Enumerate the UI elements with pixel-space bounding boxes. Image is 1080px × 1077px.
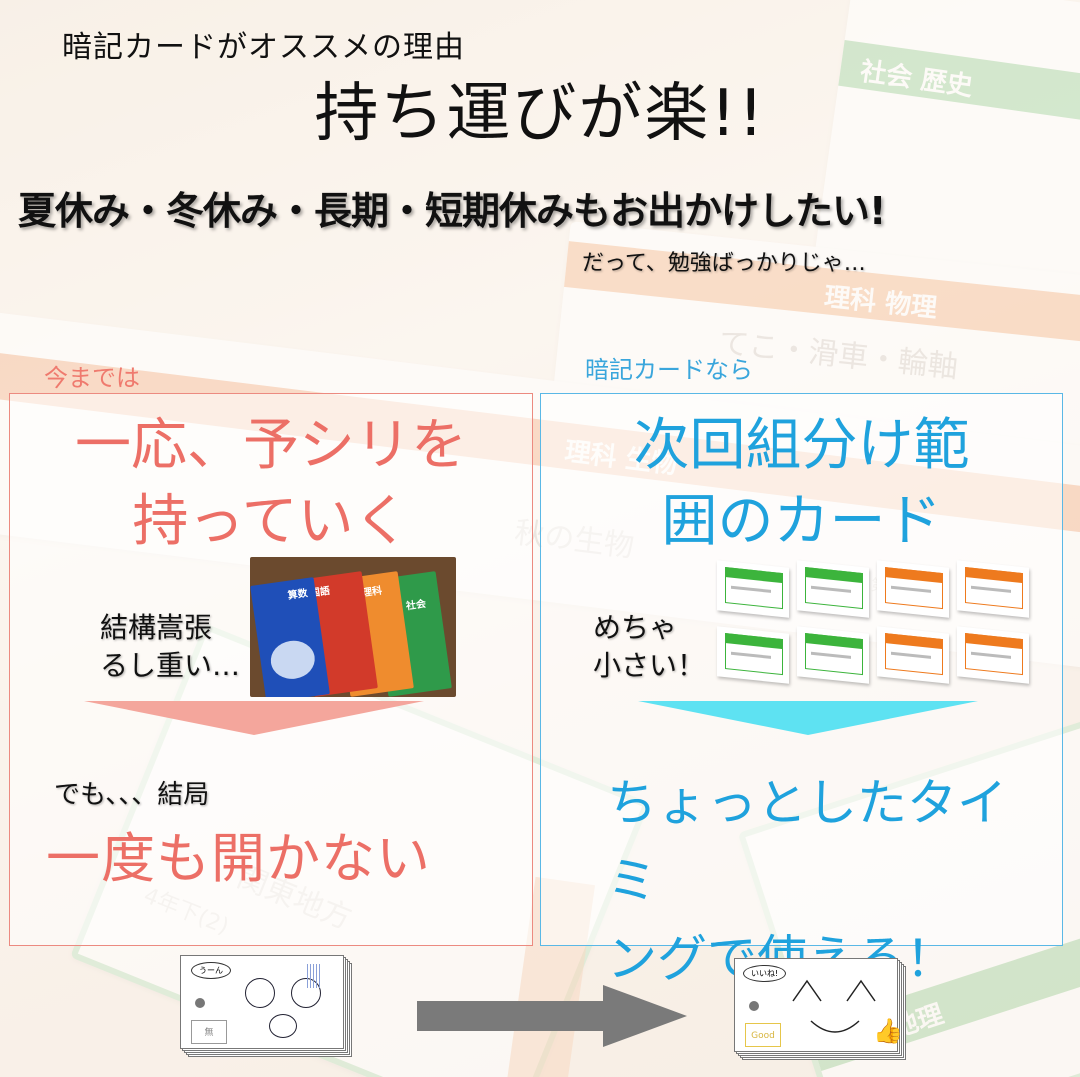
small-note-line1: めちゃ — [593, 611, 678, 644]
after-headline-line2: 囲のカード — [661, 489, 942, 554]
bulky-note-line2: るし重い… — [100, 649, 241, 682]
deck-front: いいね! Good 👍 — [734, 958, 903, 1052]
mini-flashcard — [957, 626, 1029, 684]
status-tag: 無 — [191, 1020, 227, 1044]
right-column-label: 暗記カードなら — [585, 356, 753, 384]
ring-hole-icon — [749, 1001, 759, 1011]
textbook-title: 算数 — [287, 588, 309, 602]
eye-icon — [291, 978, 321, 1008]
left-column-label: 今までは — [44, 364, 140, 392]
small-note-line2: 小さい！ — [593, 649, 706, 682]
before-headline: 一応、予シリを 持っていく — [10, 408, 532, 560]
page-title: 持ち運びが楽!! — [314, 77, 766, 151]
right-arrow-icon — [417, 985, 687, 1047]
mini-flashcard — [877, 626, 949, 684]
mini-flashcard — [877, 560, 949, 618]
bulky-note: 結構嵩張 るし重い… — [100, 609, 240, 685]
eye-icon — [245, 978, 275, 1008]
mouth-icon — [269, 1014, 297, 1038]
use-anytime-line1: ちょっとしたタイミ — [607, 774, 1007, 910]
after-headline-line1: 次回組分け範 — [633, 413, 970, 478]
down-arrow-icon — [84, 701, 424, 735]
thumbs-up-icon: 👍 — [873, 1017, 903, 1045]
mini-flashcard — [797, 560, 869, 618]
mini-flashcard — [957, 560, 1029, 618]
mini-flashcard — [717, 626, 789, 684]
before-headline-line1: 一応、予シリを — [75, 413, 467, 478]
status-tag: Good — [745, 1023, 781, 1047]
down-arrow-icon — [638, 701, 978, 735]
mini-flashcard — [797, 626, 869, 684]
holiday-headline: 夏休み・冬休み・長期・短期休みもお出かけしたい! — [18, 189, 886, 233]
mini-flashcard — [717, 560, 789, 618]
ring-hole-icon — [195, 998, 205, 1008]
after-headline: 次回組分け範 囲のカード — [541, 408, 1062, 560]
but-in-the-end-caption: でも、、、結局 — [54, 780, 210, 810]
before-panel: 一応、予シリを 持っていく 結構嵩張 るし重い… 社会 理科 国語 算数 でも、… — [9, 393, 533, 946]
small-note: めちゃ 小さい！ — [593, 609, 705, 685]
bulky-note-line1: 結構嵩張 — [100, 611, 213, 644]
gloom-lines-icon — [307, 964, 321, 988]
because-caption: だって、勉強ばっかりじゃ… — [582, 251, 866, 276]
deck-front: うーん 無 — [180, 955, 344, 1049]
speech-bubble: いいね! — [743, 965, 787, 982]
subtitle: 暗記カードがオススメの理由 — [62, 30, 465, 65]
sad-flashcard-deck: うーん 無 — [180, 955, 352, 1057]
after-panel: 次回組分け範 囲のカード めちゃ 小さい！ ちょっとしたタイミ ングで使える！ — [540, 393, 1063, 988]
before-headline-line2: 持っていく — [132, 489, 410, 554]
happy-flashcard-deck: いいね! Good 👍 — [734, 958, 906, 1060]
mini-flashcards-grid — [717, 560, 1037, 684]
whale-illustration — [268, 637, 318, 682]
textbook-title: 社会 — [405, 598, 427, 613]
textbooks-photo: 社会 理科 国語 算数 — [250, 557, 456, 697]
smiley-face-icon — [792, 979, 876, 1033]
speech-bubble: うーん — [191, 962, 231, 979]
never-opened-headline: 一度も開かない — [46, 827, 431, 890]
